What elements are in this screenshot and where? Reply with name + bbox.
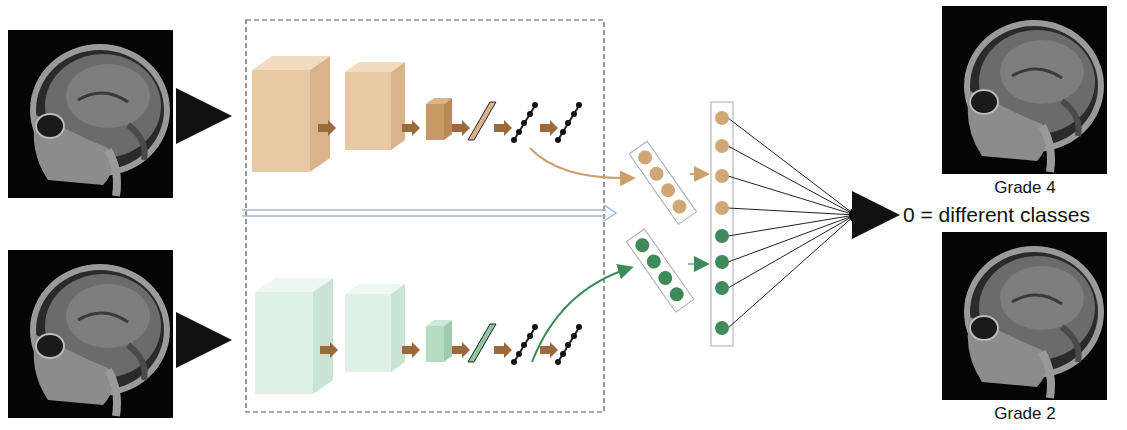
- image-caption: Grade 2: [994, 404, 1055, 424]
- image-caption: Grade 4: [994, 178, 1055, 198]
- output-label: 0 = different classes: [903, 203, 1090, 227]
